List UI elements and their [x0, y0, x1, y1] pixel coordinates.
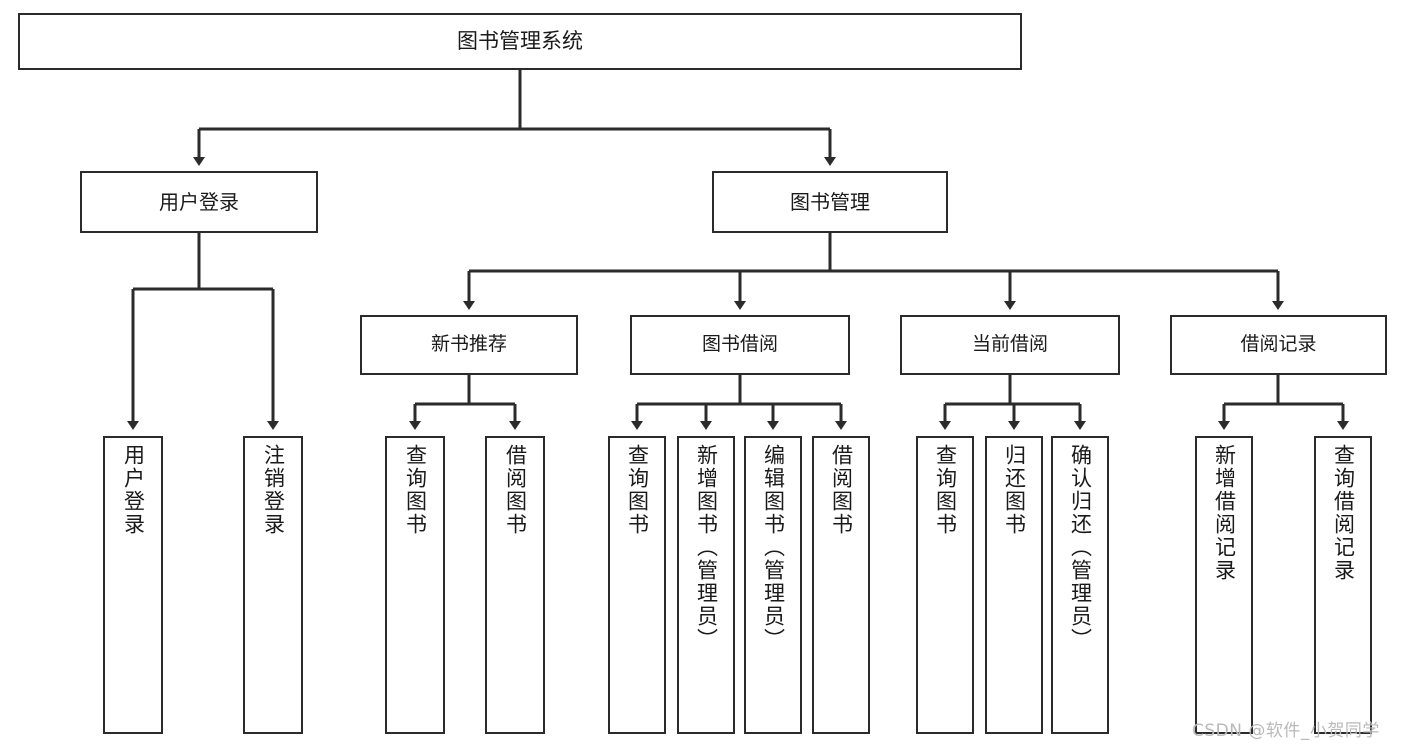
node-root-system[interactable]: 图书管理系统 — [18, 13, 1022, 70]
node-label: 当前借阅 — [971, 333, 1048, 356]
leaf-query-book-borrow[interactable]: 查询图书 — [608, 436, 666, 734]
leaf-borrow-book[interactable]: 借阅图书 — [812, 436, 870, 734]
node-label: 借阅图书 — [503, 444, 528, 536]
leaf-logout[interactable]: 注销登录 — [243, 436, 303, 734]
node-label: 图书管理系统 — [457, 28, 583, 53]
leaf-query-book-current[interactable]: 查询图书 — [916, 436, 974, 734]
node-label: 图书借阅 — [701, 333, 778, 356]
leaf-query-book-newbook[interactable]: 查询图书 — [385, 436, 445, 734]
node-label: 查询图书 — [933, 444, 958, 536]
node-label: 查询借阅记录 — [1331, 444, 1356, 582]
leaf-borrow-book-newbook[interactable]: 借阅图书 — [485, 436, 545, 734]
node-label: 借阅图书 — [829, 444, 854, 536]
node-label: 借阅记录 — [1240, 333, 1317, 356]
node-borrow-records[interactable]: 借阅记录 — [1170, 315, 1387, 375]
node-label: 新增图书（管理员） — [694, 444, 719, 651]
node-label: 查询图书 — [625, 444, 650, 536]
node-label: 编辑图书（管理员） — [761, 444, 786, 651]
node-label: 用户登录 — [159, 189, 239, 214]
leaf-user-login[interactable]: 用户登录 — [103, 436, 163, 734]
node-new-book-recommend[interactable]: 新书推荐 — [360, 315, 578, 375]
node-label: 新书推荐 — [430, 333, 507, 356]
node-label: 图书管理 — [790, 189, 870, 214]
node-label: 用户登录 — [121, 444, 146, 536]
node-label: 归还图书 — [1002, 444, 1027, 536]
node-current-borrow[interactable]: 当前借阅 — [900, 315, 1120, 375]
node-user-login[interactable]: 用户登录 — [80, 171, 318, 233]
leaf-add-book-admin[interactable]: 新增图书（管理员） — [677, 436, 735, 734]
leaf-return-book[interactable]: 归还图书 — [985, 436, 1043, 734]
node-book-management[interactable]: 图书管理 — [712, 171, 948, 233]
node-label: 确认归还（管理员） — [1068, 444, 1093, 651]
leaf-edit-book-admin[interactable]: 编辑图书（管理员） — [744, 436, 802, 734]
node-label: 注销登录 — [261, 444, 286, 536]
node-label: 新增借阅记录 — [1212, 444, 1237, 582]
watermark: CSDN @软件_小贺同学 — [1192, 721, 1380, 741]
node-label: 查询图书 — [403, 444, 428, 536]
node-book-borrow[interactable]: 图书借阅 — [630, 315, 850, 375]
leaf-confirm-return-admin[interactable]: 确认归还（管理员） — [1051, 436, 1109, 734]
leaf-query-borrow-record[interactable]: 查询借阅记录 — [1314, 436, 1372, 734]
leaf-add-borrow-record[interactable]: 新增借阅记录 — [1195, 436, 1253, 734]
